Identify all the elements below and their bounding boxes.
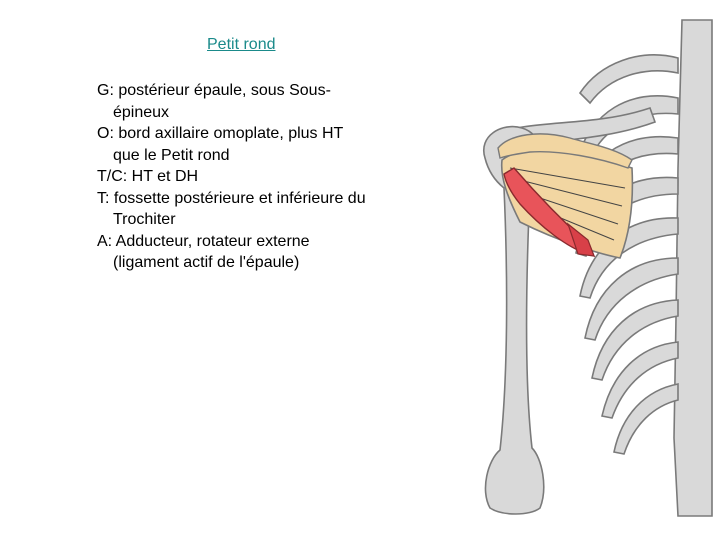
- text-line: A: Adducteur, rotateur externe: [97, 232, 310, 250]
- shoulder-skeleton-illustration: [482, 19, 713, 517]
- teres-major-muscle: [566, 222, 595, 257]
- text-line: Trochiter: [113, 211, 176, 228]
- text-line: (ligament actif de l'épaule): [113, 254, 300, 271]
- text-block: G: postérieur épaule, sous Sous- épineux…: [97, 80, 427, 274]
- text-line: G: postérieur épaule, sous Sous-: [97, 82, 331, 99]
- rib: [591, 299, 679, 381]
- slide-title: Petit rond: [207, 36, 276, 53]
- rib: [579, 217, 679, 299]
- text-line: O: bord axillaire omoplate, plus HT: [97, 125, 344, 142]
- text-line: T: fossette postérieure et inférieure du: [97, 189, 366, 207]
- rib: [584, 257, 679, 341]
- spine: [673, 19, 713, 517]
- text-line: T/C: HT et DH: [97, 168, 199, 185]
- rib: [613, 383, 679, 455]
- rib: [601, 341, 679, 419]
- text-line: épineux: [113, 103, 170, 121]
- text-line: que le Petit rond: [113, 146, 230, 164]
- rib: [578, 54, 679, 105]
- scapula-spine: [497, 133, 633, 169]
